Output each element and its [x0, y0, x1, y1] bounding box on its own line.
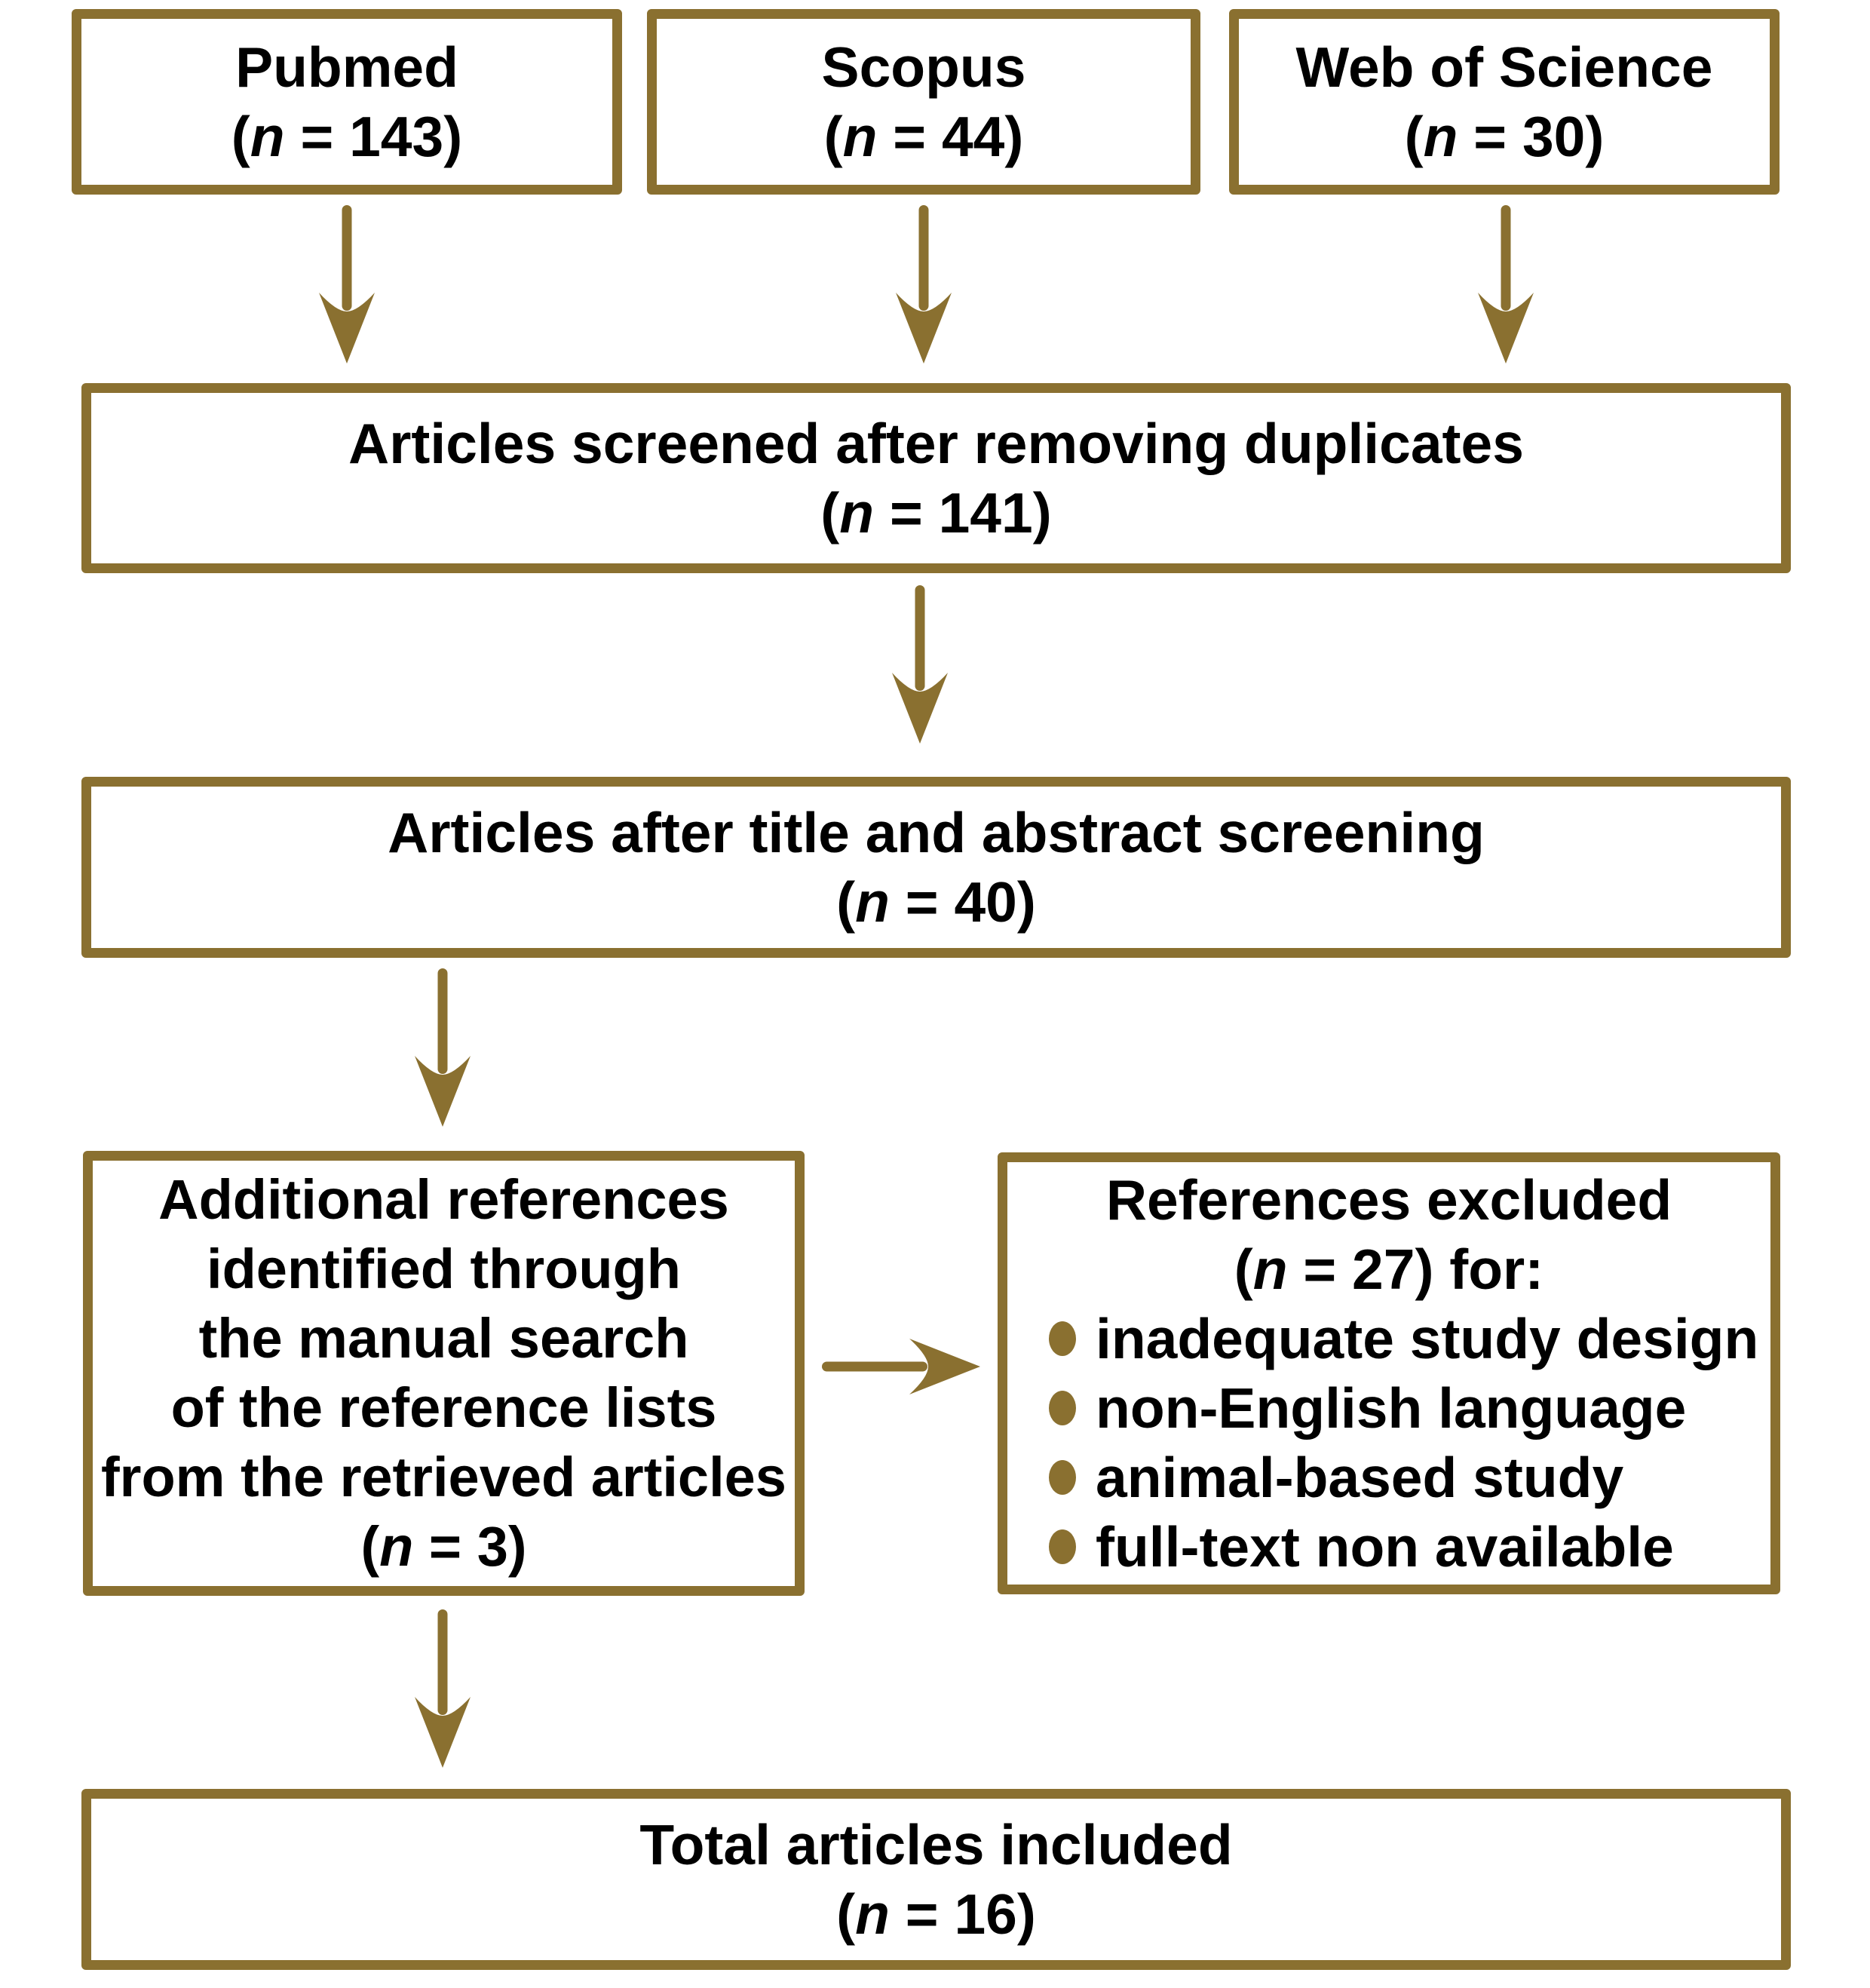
source-box-pubmed: Pubmed (n = 143): [72, 9, 622, 195]
box-label: Articles screened after removing duplica…: [348, 412, 1524, 475]
bullet-icon: [1049, 1460, 1076, 1495]
box-label: Articles after title and abstract screen…: [388, 801, 1485, 864]
box-label-line: from the retrieved articles: [101, 1446, 786, 1508]
box-count: (n = 141): [820, 481, 1052, 545]
box-count: (n = 40): [836, 870, 1036, 934]
box-label: Total articles included: [639, 1813, 1233, 1876]
source-label: Pubmed: [235, 35, 458, 99]
excluded-reason-item: animal-based study: [1007, 1443, 1770, 1512]
excluded-reason-text: inadequate study design: [1096, 1307, 1759, 1370]
box-label-line: of the reference lists: [170, 1376, 717, 1439]
excluded-title: References excluded: [1105, 1168, 1672, 1232]
down-arrow-icon: [892, 585, 948, 744]
source-box-scopus: Scopus (n = 44): [647, 9, 1200, 195]
bullet-icon: [1049, 1529, 1076, 1564]
total-included-box: Total articles included (n = 16): [81, 1789, 1791, 1970]
source-count: (n = 143): [231, 105, 463, 168]
bullet-icon: [1049, 1321, 1076, 1356]
right-arrow-icon: [822, 1339, 980, 1394]
box-label-line: the manual search: [198, 1307, 689, 1370]
excluded-reason-item: non-English language: [1007, 1373, 1770, 1443]
source-label: Web of Science: [1295, 35, 1713, 99]
source-label: Scopus: [821, 35, 1026, 99]
excluded-reason-text: full-text non available: [1096, 1515, 1674, 1578]
box-label-line: Additional references: [158, 1168, 729, 1231]
box-count: (n = 3): [360, 1515, 527, 1578]
excluded-count: (n = 27) for:: [1234, 1238, 1544, 1301]
excluded-reason-text: non-English language: [1096, 1376, 1687, 1440]
manual-search-references-box: Additional references identified through…: [83, 1151, 805, 1596]
screened-duplicates-box: Articles screened after removing duplica…: [81, 383, 1791, 573]
down-arrow-icon: [319, 205, 375, 364]
excluded-reason-item: full-text non available: [1007, 1512, 1770, 1582]
source-count: (n = 30): [1404, 105, 1605, 168]
down-arrow-icon: [415, 1609, 471, 1768]
excluded-reason-text: animal-based study: [1096, 1446, 1624, 1509]
box-count: (n = 16): [836, 1882, 1036, 1946]
excluded-reasons-list: inadequate study design non-English lang…: [1007, 1304, 1770, 1582]
excluded-reason-item: inadequate study design: [1007, 1304, 1770, 1373]
down-arrow-icon: [896, 205, 952, 364]
source-box-web-of-science: Web of Science (n = 30): [1229, 9, 1780, 195]
references-excluded-box: References excluded (n = 27) for: inadeq…: [998, 1152, 1780, 1594]
box-label-line: identified through: [207, 1238, 681, 1300]
down-arrow-icon: [415, 968, 471, 1127]
source-count: (n = 44): [823, 105, 1024, 168]
down-arrow-icon: [1478, 205, 1534, 364]
title-abstract-screening-box: Articles after title and abstract screen…: [81, 777, 1791, 958]
bullet-icon: [1049, 1391, 1076, 1425]
